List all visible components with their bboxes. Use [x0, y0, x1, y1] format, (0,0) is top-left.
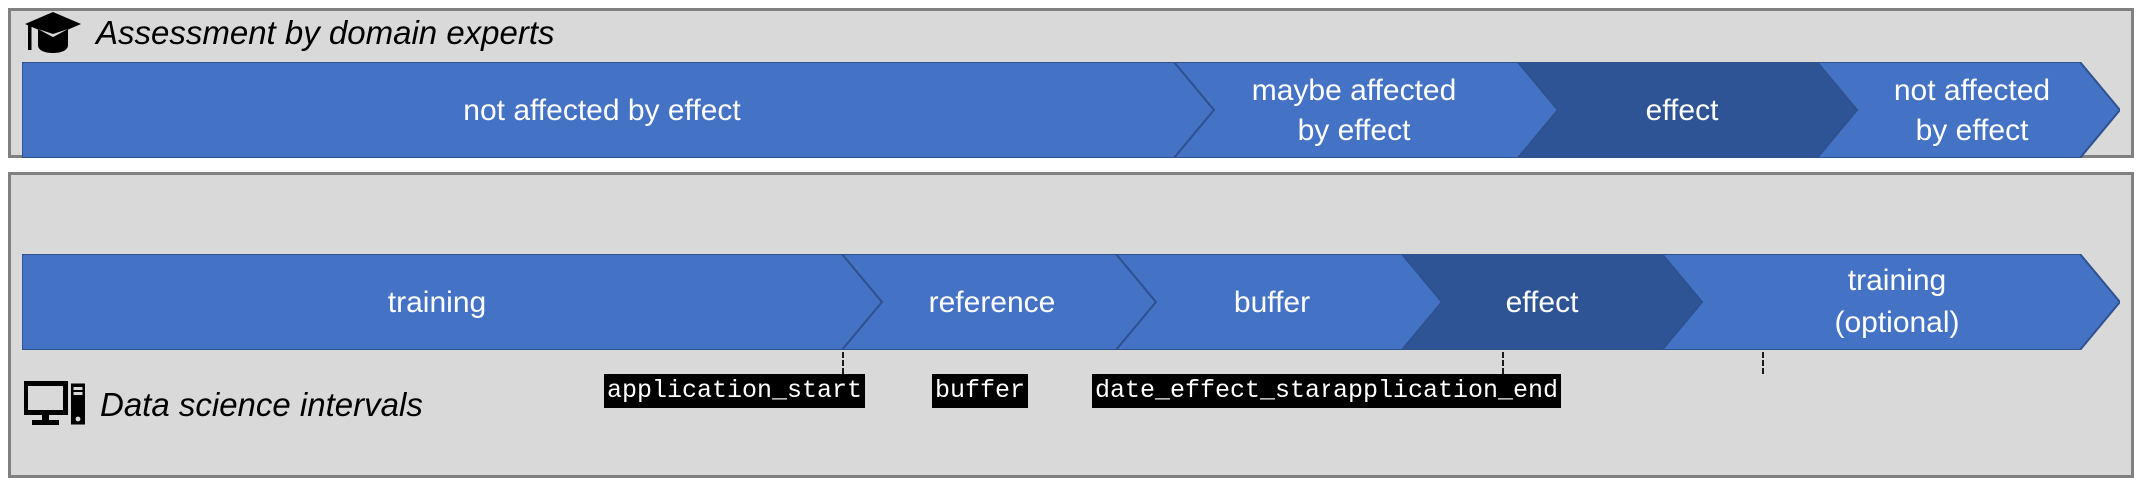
marker-chip-buffer[interactable]: buffer [932, 374, 1029, 408]
expert-segment-label: effect [1646, 94, 1719, 127]
expert-segment-maybe-affected[interactable]: maybe affected by effect [1172, 62, 1560, 158]
data-science-caption-row: Data science intervals [23, 378, 423, 430]
expert-segment-not-affected-2[interactable]: not affected by effect [1815, 62, 2120, 158]
expert-segment-label: not affected by effect [463, 94, 741, 127]
ds-segment-training[interactable]: training [22, 254, 884, 350]
desktop-computer-icon [23, 381, 86, 427]
marker-chip-application-start[interactable]: application_start [604, 374, 866, 408]
ds-segment-reference[interactable]: reference [840, 254, 1158, 350]
ds-segment-label: buffer [1234, 286, 1310, 319]
marker-chip-application-end[interactable]: application_end [1330, 374, 1562, 408]
expert-segment-label-line2: by effect [1298, 114, 1412, 147]
ds-segment-label-line2: (optional) [1834, 306, 1959, 339]
expert-segment-label-line1: not affected [1894, 74, 2050, 107]
expert-chevron-flow: not affected by effect maybe affected by… [22, 62, 2120, 158]
tick-application-end [1762, 352, 1766, 374]
tick-date-effect-start [1502, 352, 1506, 374]
expert-segment-label-line2: by effect [1916, 114, 2030, 147]
ds-segment-label-line1: training [1848, 264, 1946, 297]
ds-segment-label: effect [1506, 286, 1579, 319]
ds-segment-label: reference [929, 286, 1056, 319]
data-science-caption-text: Data science intervals [100, 385, 423, 423]
ds-segment-label: training [388, 286, 486, 319]
data-science-chevron-flow: training reference buffer effect trainin… [22, 254, 2120, 350]
marker-chip-date-effect-start[interactable]: date_effect_start [1092, 374, 1354, 408]
expert-caption-text: Assessment by domain experts [96, 13, 555, 51]
expert-caption-row: Assessment by domain experts [24, 8, 555, 56]
expert-segment-label-line1: maybe affected [1252, 74, 1457, 107]
ds-segment-buffer[interactable]: buffer [1114, 254, 1444, 350]
expert-segment-effect[interactable]: effect [1516, 62, 1859, 158]
graduation-cap-icon [24, 10, 82, 54]
tick-application-start [842, 352, 846, 374]
ds-segment-effect[interactable]: effect [1400, 254, 1704, 350]
ds-segment-training-optional[interactable]: training (optional) [1660, 254, 2120, 350]
expert-segment-not-affected-1[interactable]: not affected by effect [22, 62, 1216, 158]
